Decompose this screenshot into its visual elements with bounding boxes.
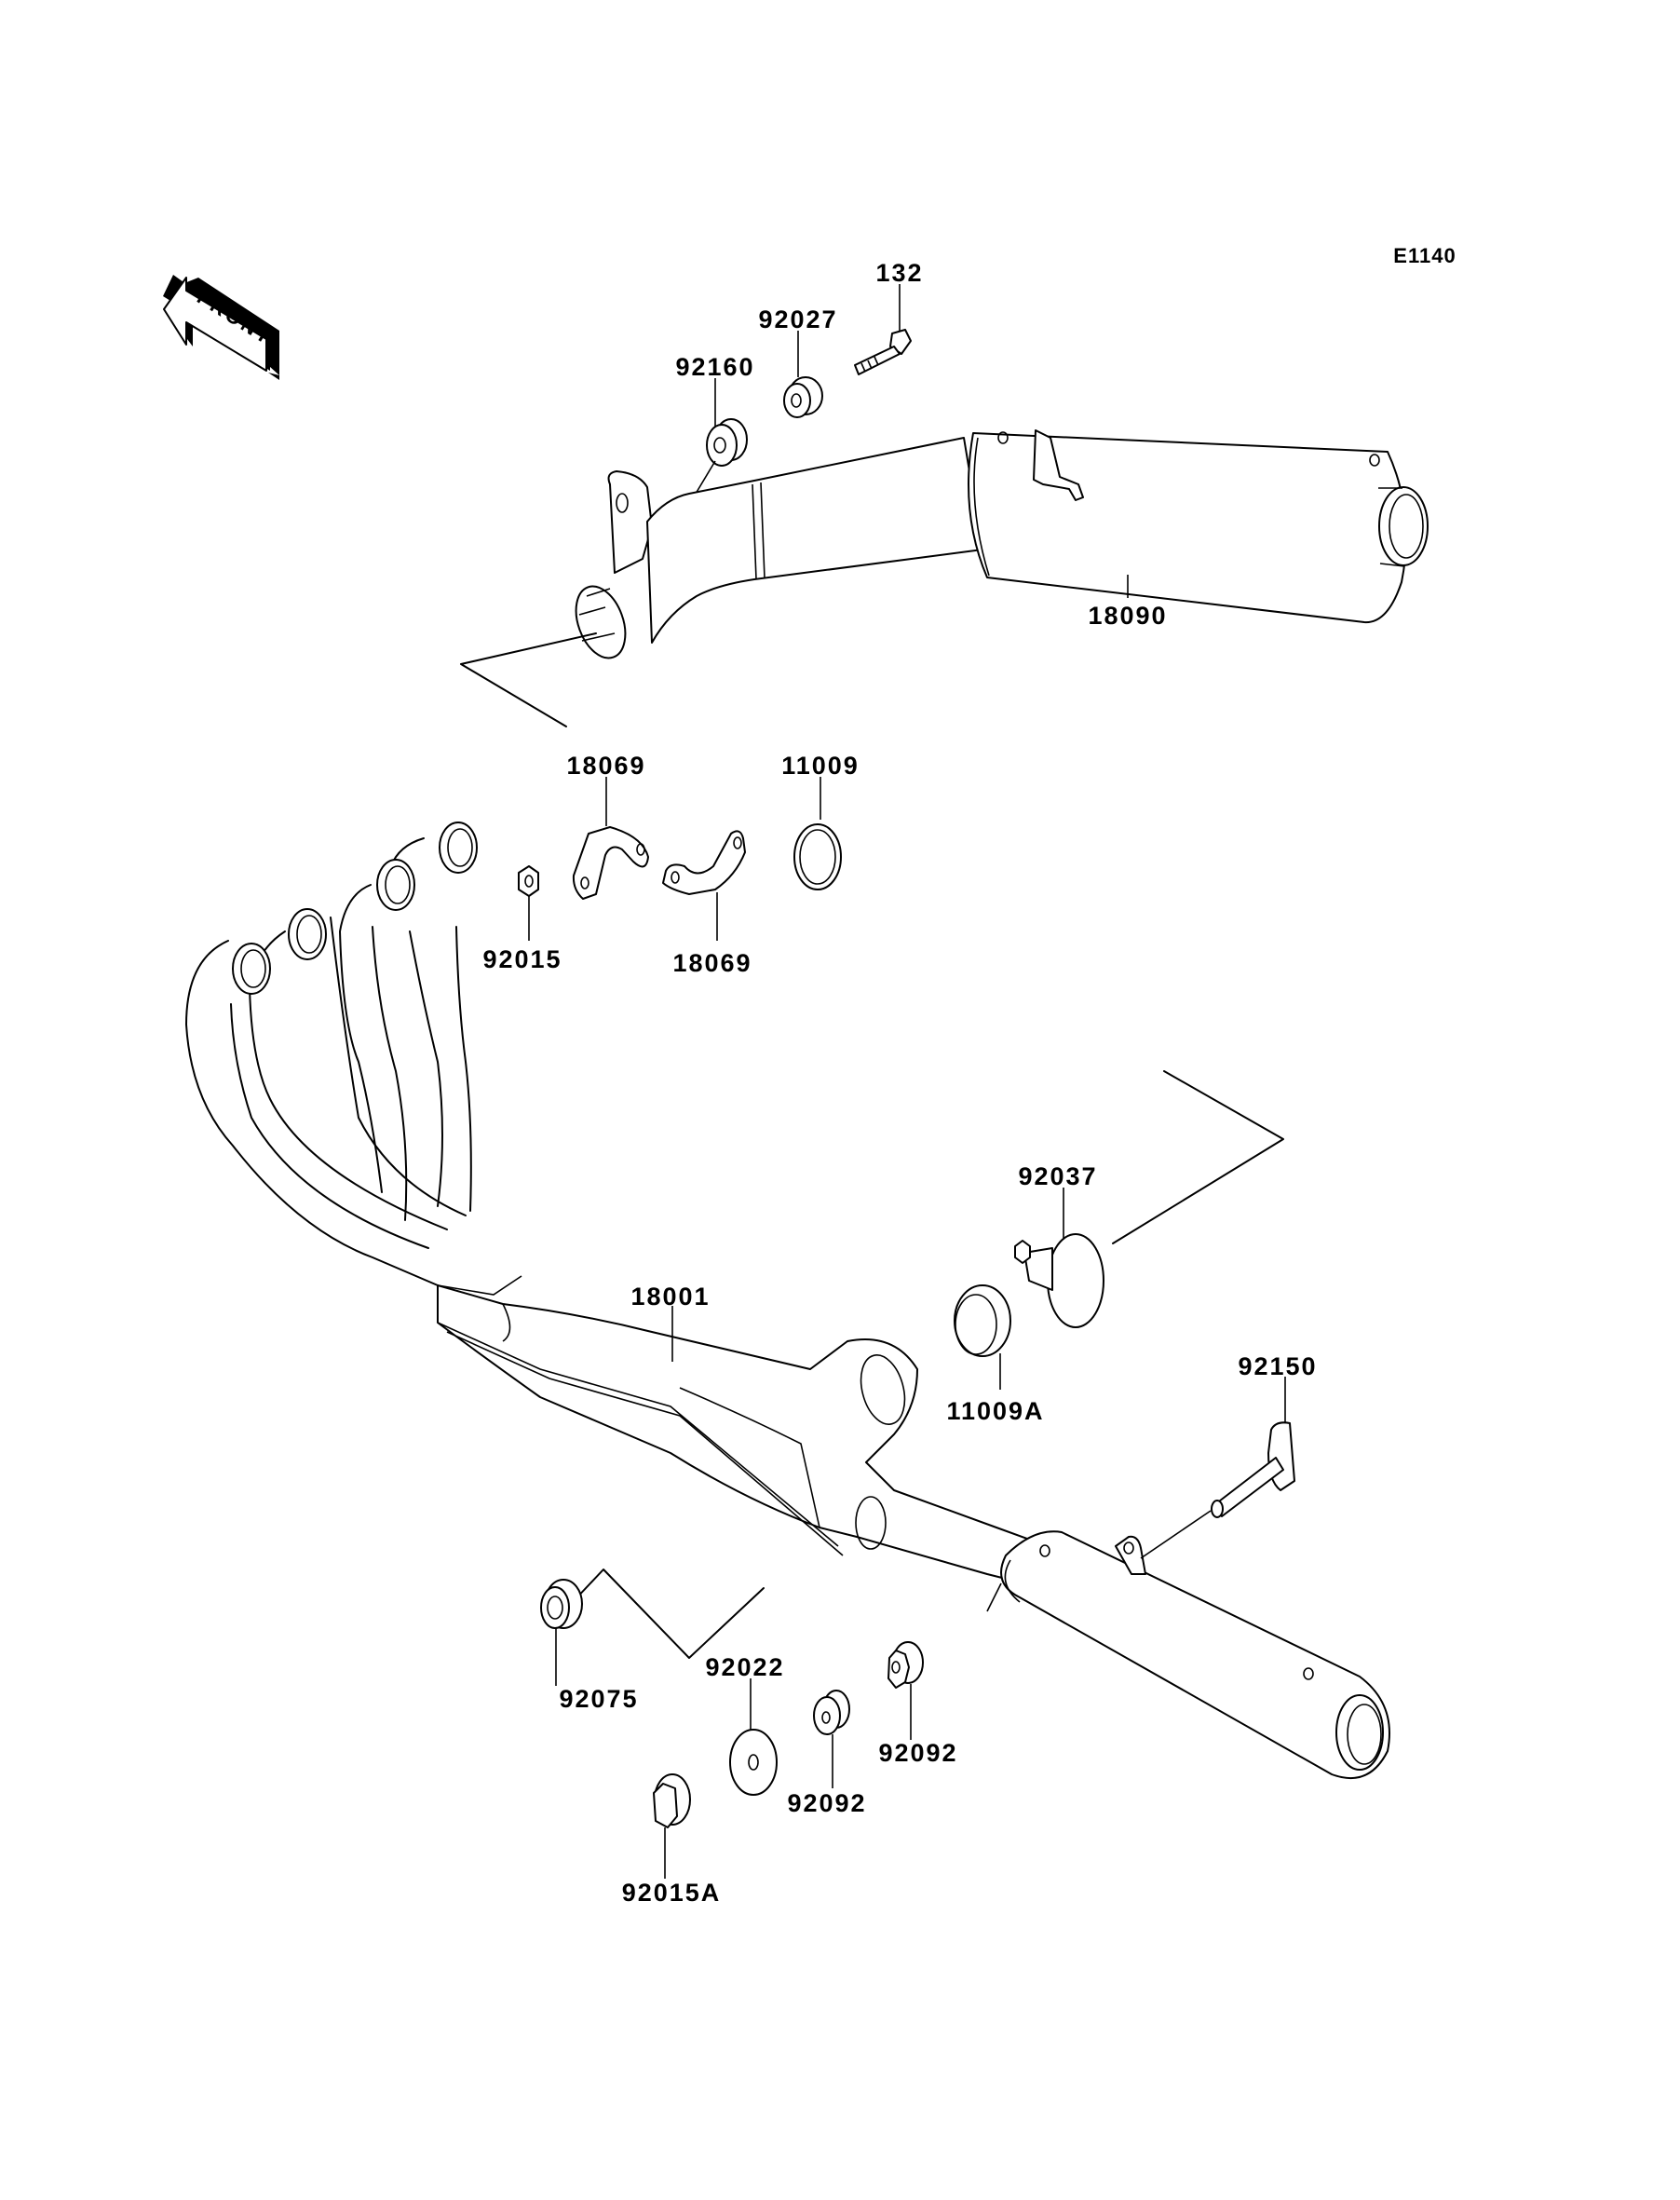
label-92022[interactable]: 92022 — [705, 1653, 784, 1681]
label-92092-right[interactable]: 92092 — [878, 1739, 957, 1767]
label-92092-left[interactable]: 92092 — [787, 1789, 866, 1817]
label-11009[interactable]: 11009 — [781, 752, 860, 780]
diagram-code: E1140 — [1393, 244, 1456, 267]
label-92160[interactable]: 92160 — [675, 353, 754, 381]
label-11009A[interactable]: 11009A — [946, 1397, 1044, 1425]
part-92015A-nut[interactable] — [653, 1773, 691, 1879]
front-direction-arrow: FRONT — [163, 275, 279, 380]
part-92092-collar-left[interactable] — [813, 1690, 850, 1788]
part-18001-exhaust-pipe[interactable] — [185, 822, 1390, 1779]
label-18090[interactable]: 18090 — [1088, 602, 1167, 630]
part-92027-collar[interactable] — [783, 331, 823, 418]
part-11009A-gasket[interactable] — [954, 1284, 1011, 1390]
part-132-bolt[interactable] — [854, 284, 912, 375]
part-18090-muffler[interactable] — [567, 429, 1429, 665]
label-92015[interactable]: 92015 — [482, 945, 562, 973]
label-92075[interactable]: 92075 — [559, 1685, 638, 1713]
part-92160-damper[interactable] — [684, 378, 748, 513]
part-92075-damper[interactable] — [540, 1579, 583, 1686]
part-92092-collar-right[interactable] — [887, 1641, 924, 1740]
label-92037[interactable]: 92037 — [1018, 1162, 1097, 1190]
label-18001[interactable]: 18001 — [630, 1283, 710, 1310]
label-132[interactable]: 132 — [875, 259, 923, 287]
label-92027[interactable]: 92027 — [758, 306, 837, 333]
part-18069-holder-upper[interactable] — [572, 777, 649, 900]
label-18069-upper[interactable]: 18069 — [566, 752, 645, 780]
leader-line-lower — [572, 1569, 765, 1659]
leader-line-upper — [460, 632, 597, 727]
label-92150[interactable]: 92150 — [1238, 1352, 1317, 1380]
part-92150-bolt[interactable] — [1140, 1377, 1295, 1559]
label-92015A[interactable]: 92015A — [622, 1879, 722, 1907]
leader-line-right — [1112, 1070, 1284, 1244]
part-92015-nut[interactable] — [518, 865, 539, 941]
part-92037-clamp[interactable] — [1014, 1188, 1104, 1328]
part-92022-washer[interactable] — [729, 1678, 778, 1796]
label-18069-lower[interactable]: 18069 — [672, 949, 752, 977]
part-18069-holder-lower[interactable] — [662, 830, 746, 941]
part-11009-gasket[interactable] — [793, 777, 842, 890]
